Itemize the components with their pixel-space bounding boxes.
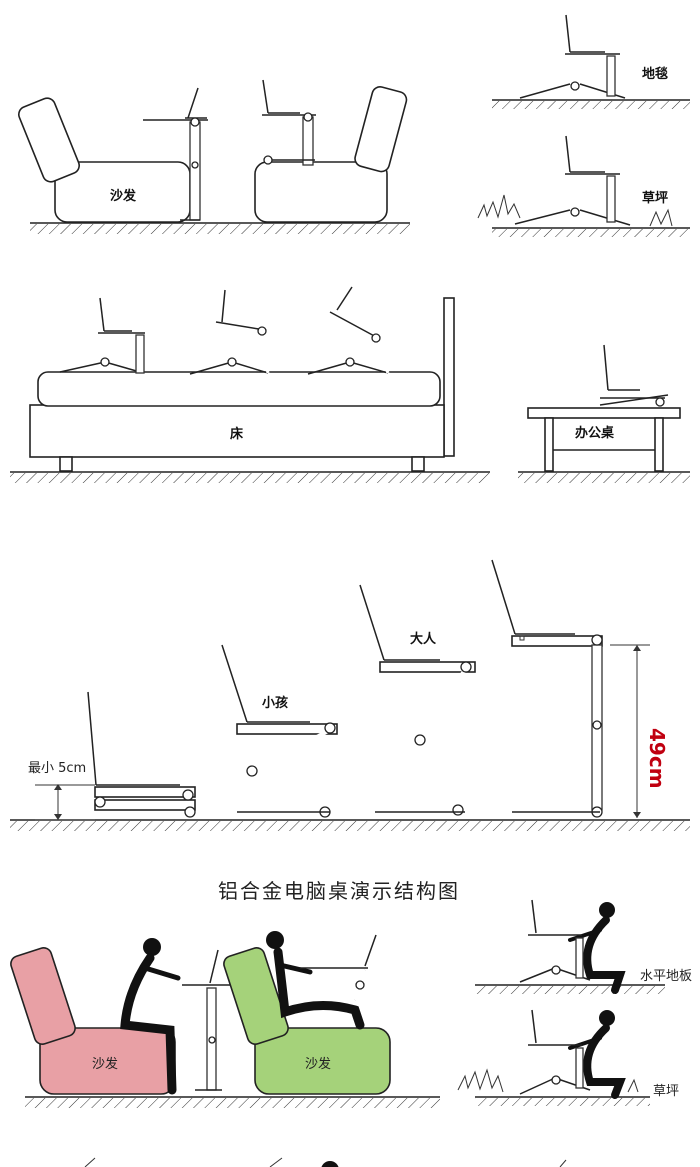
people-table-1 <box>182 949 232 1091</box>
level-floor-label: 水平地板 <box>640 969 692 984</box>
scene-people-lawn: 草坪 <box>457 1009 679 1106</box>
sofa-pink-label: 沙发 <box>92 1056 118 1072</box>
sofa-pink: 沙发 <box>10 947 176 1095</box>
sofa-green-label: 沙发 <box>305 1056 331 1072</box>
grass-right <box>649 208 673 227</box>
lawn-label: 草坪 <box>642 190 668 206</box>
carpet-label: 地毯 <box>642 66 668 82</box>
ground-hatch <box>30 224 410 234</box>
child-label: 小孩 <box>262 695 288 711</box>
scene-people-floor: 水平地板 <box>475 899 692 994</box>
scene-office-desk: 办公桌 <box>518 344 690 483</box>
max-height-label: 49cm <box>645 728 669 789</box>
bed-frame <box>29 404 445 458</box>
mattress <box>37 371 441 407</box>
scene-carpet: 地毯 <box>492 14 690 109</box>
scene-lawn: 草坪 <box>477 135 690 237</box>
table-min: 最小 5cm <box>28 691 196 821</box>
scene-heights: 最小 5cm 小孩 大人 <box>10 559 690 831</box>
cropped-bottom <box>84 1157 567 1167</box>
bed-table-1 <box>59 297 145 374</box>
table-adult: 大人 <box>359 584 476 816</box>
scene-bed: 床 <box>10 286 490 483</box>
sofa-left: 沙发 <box>18 97 191 223</box>
scene-sofa: 沙发 <box>18 79 410 234</box>
table-child: 小孩 <box>221 644 338 818</box>
adult-label: 大人 <box>410 631 437 647</box>
grass-lawn-right <box>627 1078 639 1093</box>
bed-label: 床 <box>230 426 244 442</box>
person-2 <box>266 931 365 1030</box>
sofa-label: 沙发 <box>110 188 137 204</box>
bed-table-2 <box>189 289 270 375</box>
laptop-table-right <box>262 79 316 166</box>
min-height-label: 最小 5cm <box>28 761 86 776</box>
people-table-2 <box>300 934 377 1001</box>
bed-table-3 <box>307 286 390 375</box>
laptop-table-left <box>143 87 208 221</box>
section-title: 铝合金电脑桌演示结构图 <box>218 879 460 903</box>
sofa-green: 沙发 <box>223 947 391 1095</box>
table-max: 49cm <box>491 559 669 818</box>
lawn-2-label: 草坪 <box>653 1084 679 1099</box>
office-desk-label: 办公桌 <box>575 425 615 441</box>
grass-lawn-left <box>457 1068 504 1093</box>
scene-people-sofa: 沙发 沙发 <box>10 931 440 1108</box>
sofa-right <box>254 86 408 223</box>
grass-left <box>477 194 521 219</box>
person-1 <box>120 938 181 1095</box>
